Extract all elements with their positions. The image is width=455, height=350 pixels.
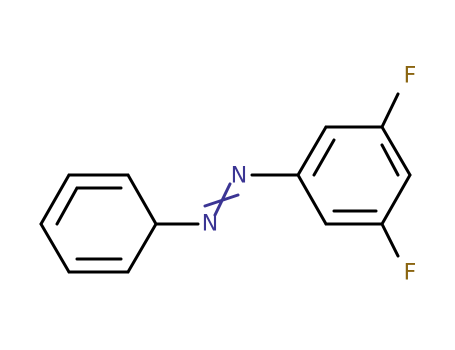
double-bond-inner bbox=[312, 138, 336, 177]
double-bond-inner bbox=[380, 143, 400, 177]
double-bond-inner bbox=[55, 186, 79, 226]
atom-label-f-top: F bbox=[404, 64, 417, 89]
bond bbox=[296, 173, 328, 226]
atom-label-f-bottom: F bbox=[404, 261, 417, 286]
bond bbox=[126, 173, 158, 226]
bond bbox=[380, 125, 412, 177]
n-n-double-bond bbox=[203, 193, 240, 208]
atom-label-n-upper: N bbox=[231, 164, 247, 189]
bond bbox=[380, 173, 412, 226]
phenyl-ring bbox=[39, 173, 158, 274]
difluorophenyl-ring bbox=[296, 92, 412, 258]
bond bbox=[126, 222, 158, 274]
atom-label-n-lower: N bbox=[202, 212, 218, 237]
bond bbox=[39, 173, 71, 226]
c-f-bond-bottom bbox=[380, 222, 400, 258]
c-f-bond-top bbox=[380, 92, 400, 129]
bond bbox=[39, 222, 71, 274]
azo-linkage bbox=[154, 173, 300, 226]
bond bbox=[296, 125, 328, 177]
